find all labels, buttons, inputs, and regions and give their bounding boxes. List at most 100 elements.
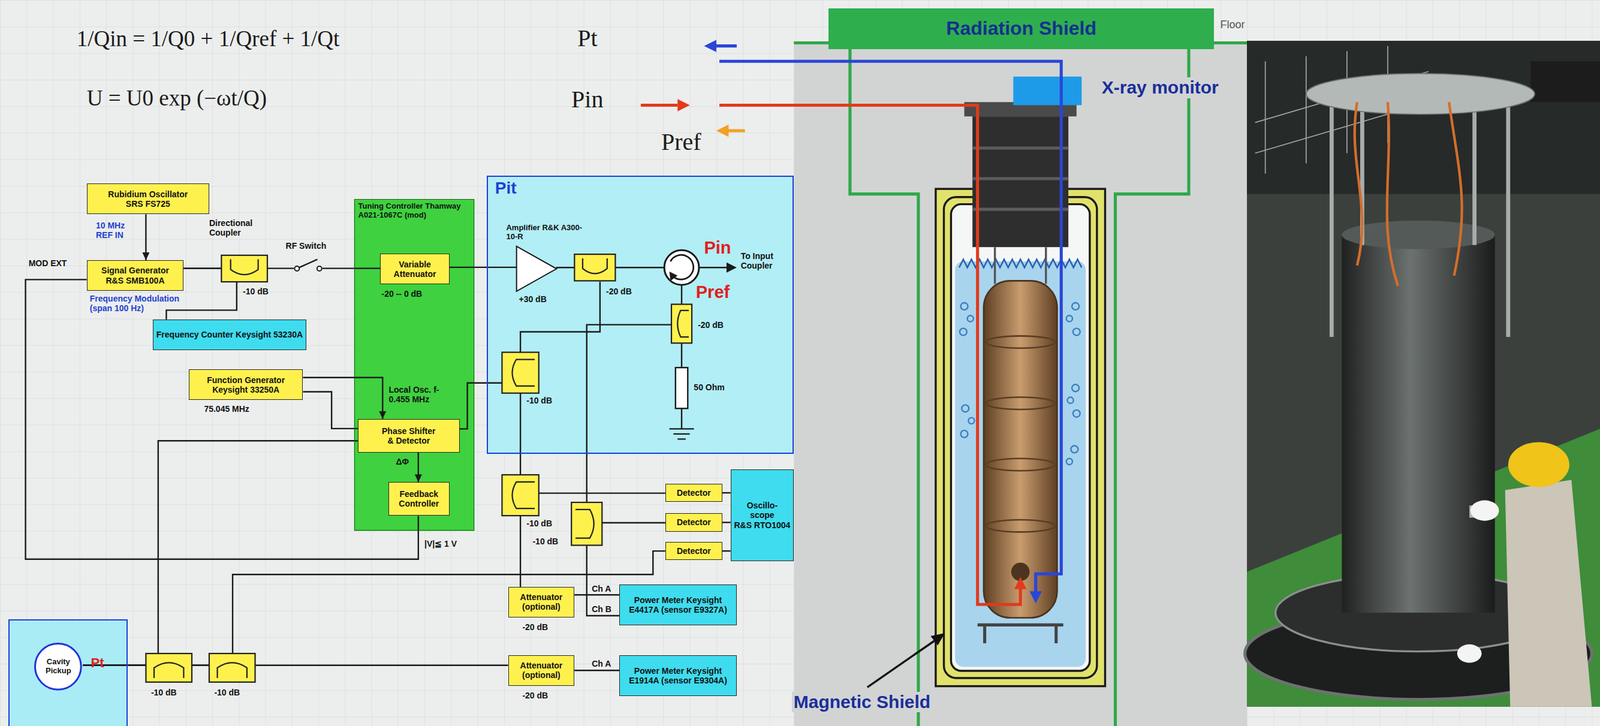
cryostat-illustration	[985, 458, 1056, 471]
power-meter-box: Power Meter Keysight E1914A (sensor E930…	[619, 655, 737, 696]
label-holder: -10 dB	[242, 286, 269, 297]
text-label: -20 dB	[606, 286, 632, 297]
label-holder: -20 dB	[697, 320, 724, 330]
text-label: -20 dB	[522, 690, 548, 701]
signal-wire	[82, 550, 666, 666]
signal-wire	[302, 377, 383, 420]
text-label: -20 dB	[697, 320, 724, 330]
amplifier-symbol: Amplifier R&K A300-10-R+30 dB	[516, 245, 557, 292]
photo-illustration	[1331, 97, 1508, 337]
cryostat-illustration	[1071, 302, 1080, 310]
edge-label-holder: ΔΦ	[395, 456, 409, 467]
label-holder: 75.045 MHz	[203, 404, 249, 414]
text-label: MOD EXT	[28, 258, 68, 268]
cryostat-illustration	[1067, 397, 1074, 404]
text-label: -20 -- 0 dB	[381, 288, 423, 299]
attenuator-box: Attenuator (optional)	[508, 655, 575, 686]
photo-illustration	[1246, 40, 1600, 194]
label-holder: Frequency Modulation (span 100 Hz)	[89, 293, 198, 313]
oscillator-box: Rubidium Oscillator SRS FS725	[86, 183, 210, 215]
label-holder: Local Osc. f-0.455 MHz	[388, 384, 450, 405]
cryostat-illustration	[1073, 410, 1081, 418]
circulator-symbol	[664, 249, 699, 285]
circulator-symbol	[726, 262, 737, 273]
directional-coupler	[230, 259, 259, 276]
photo-illustration	[1470, 500, 1500, 521]
box-label: Attenuator (optional)	[511, 592, 572, 612]
signal-wire	[183, 267, 381, 269]
text-label: 1/Qin = 1/Q0 + 1/Qref + 1/Qt	[76, 26, 340, 53]
box-label: Function Generator Keysight 33250A	[191, 375, 301, 395]
counter-box: Frequency Counter Keysight 53230A	[152, 319, 306, 351]
cryostat-illustration	[935, 188, 1106, 686]
label-holder: X-ray monitor	[1100, 77, 1221, 99]
signal-wire	[302, 392, 358, 429]
text-label: Magnetic Shield	[791, 691, 933, 713]
power-flow-arrow	[719, 104, 1021, 605]
signal-wire	[449, 266, 517, 268]
text-label: Pref	[695, 282, 730, 303]
label-holder: To Input Coupler	[740, 251, 791, 271]
region-fill	[486, 175, 794, 455]
box-label: Detector	[676, 546, 711, 556]
cryostat-illustration	[793, 43, 1247, 726]
directional-coupler	[677, 310, 689, 337]
text-label: Floor	[1220, 18, 1246, 32]
signal-wire	[722, 492, 731, 494]
rf-wire	[459, 267, 729, 616]
label-holder: -10 dB	[214, 687, 240, 698]
text-label: 50 Ohm	[693, 382, 725, 393]
cryostat-illustration	[985, 335, 1056, 348]
directional-coupler	[574, 254, 616, 281]
power-flow-arrow	[714, 44, 737, 48]
text-label: -10 dB	[151, 687, 177, 698]
text-label: |V|≦ 1 V	[424, 538, 457, 549]
directional-coupler	[582, 258, 608, 274]
box-label: Cavity Pickup	[33, 657, 83, 676]
signal-wire	[417, 452, 420, 482]
box-label: Radiation Shield	[945, 17, 1097, 40]
text-label: Pin	[571, 85, 604, 114]
amplifier-triangle	[516, 246, 557, 292]
photo-illustration	[1354, 101, 1463, 286]
label-holder: -20 -- 0 dB	[381, 288, 423, 299]
signal-wire	[574, 594, 620, 596]
text-label: -10 dB	[214, 687, 240, 698]
cryostat-illustration	[1013, 76, 1082, 106]
power-flow-arrow	[640, 103, 678, 107]
photo-illustration	[1246, 40, 1600, 707]
attenuator-box: Variable Attenuator	[380, 253, 450, 285]
cryostat-illustration	[960, 430, 969, 438]
box-label: Frequency Counter Keysight 53230A	[156, 329, 303, 340]
text-label: Frequency Modulation (span 100 Hz)	[89, 293, 198, 313]
directional-coupler	[501, 352, 539, 394]
text-label: -20 dB	[522, 622, 548, 632]
label-holder: -10 dB	[532, 536, 559, 547]
phase-detector-box: Phase Shifter & Detector	[357, 419, 460, 453]
cryostat-illustration	[1066, 458, 1073, 465]
leader-arrow	[930, 633, 945, 646]
signal-wire	[722, 521, 731, 523]
box-label: Detector	[676, 517, 711, 527]
label-holder: MOD EXT	[28, 258, 68, 268]
box-label: Pt	[91, 655, 105, 671]
label-holder: -10 dB	[151, 687, 177, 698]
directional-coupler	[511, 359, 535, 387]
cryostat-illustration	[972, 116, 1069, 247]
edge-label: Ch A	[591, 583, 611, 594]
rf-wire	[538, 492, 666, 494]
circulator-symbol	[669, 271, 679, 281]
text-label: -10 dB	[532, 536, 559, 547]
detector-box: Detector	[665, 513, 723, 532]
label-holder: Pref	[661, 128, 702, 156]
box-label: Pit	[487, 176, 793, 200]
photo-illustration	[1341, 234, 1495, 613]
label-holder: Floor	[1220, 18, 1246, 32]
cryostat-illustration	[972, 148, 1069, 210]
rf-wire	[459, 383, 502, 430]
label-holder: -20 dB	[606, 286, 632, 297]
signal-wire	[574, 669, 620, 671]
box-label: Oscillo- scope R&S RTO1004	[733, 500, 792, 530]
cryostat-illustration	[985, 335, 1056, 532]
